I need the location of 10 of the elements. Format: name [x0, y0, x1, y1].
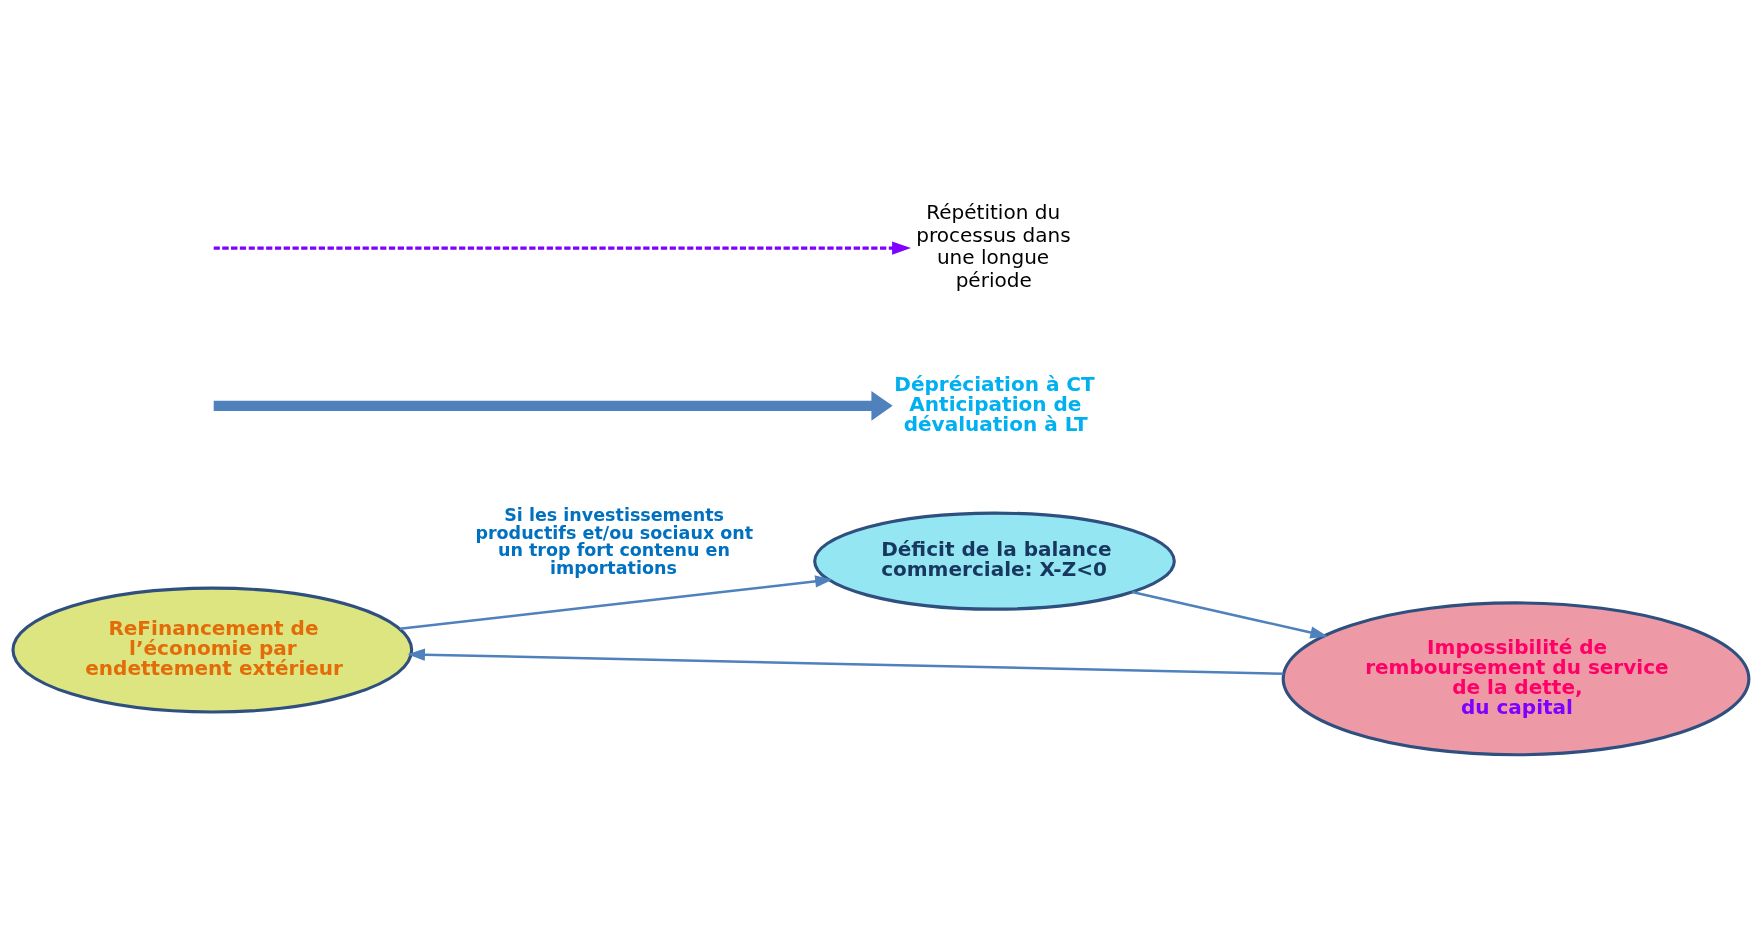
- arrow: [213, 390, 893, 421]
- arrow: [407, 648, 1284, 675]
- node-ellipse: ReFinancement de l’économie par endettement extérieur: [11, 586, 414, 714]
- edge-label: Si les investissements productifs et/ou sociaux ont un trop fort contenu en importations: [475, 504, 754, 578]
- node-text: Dépréciation à CT Anticipation de dévaluation à LT: [894, 371, 1095, 436]
- arrow: [213, 241, 911, 255]
- node-ellipse: Impossibilité de remboursement du service de la dette, du capital: [1281, 600, 1751, 756]
- arrow: [1131, 590, 1328, 639]
- arrow: [399, 574, 833, 630]
- node-text: Répétition du processus dans une longue période: [916, 199, 1071, 292]
